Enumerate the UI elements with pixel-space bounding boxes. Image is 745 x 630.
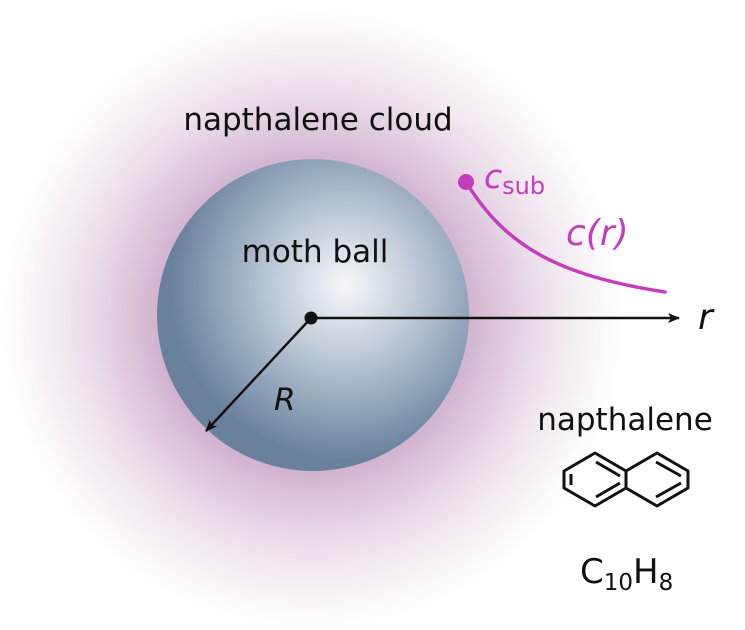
formula-hydrogen-count: 8 bbox=[659, 570, 674, 596]
center-point bbox=[304, 311, 318, 325]
right-ring bbox=[624, 451, 690, 508]
double-bond bbox=[655, 460, 682, 478]
formula-carbon: C bbox=[580, 552, 604, 592]
surface-concentration-point bbox=[458, 174, 474, 190]
concentration-label: c(r) bbox=[566, 213, 629, 254]
radius-arrow bbox=[205, 317, 312, 432]
r-axis-label: r bbox=[698, 297, 715, 338]
surface-concentration-subscript: sub bbox=[502, 172, 545, 200]
naphthalene-structure bbox=[562, 451, 690, 508]
formula-carbon-count: 10 bbox=[604, 570, 633, 596]
surface-concentration-label: csub bbox=[484, 157, 545, 200]
formula-hydrogen: H bbox=[633, 552, 659, 592]
ball-label: moth ball bbox=[242, 234, 389, 270]
chemical-formula: C10H8 bbox=[580, 552, 673, 596]
double-bond bbox=[595, 460, 621, 478]
concentration-curve bbox=[464, 180, 667, 294]
radius-label: R bbox=[274, 382, 296, 418]
surface-concentration-symbol: c bbox=[484, 157, 502, 196]
cloud-label: napthalene cloud bbox=[183, 102, 452, 138]
double-bond bbox=[655, 481, 682, 499]
molecule-name: napthalene bbox=[537, 402, 713, 438]
double-bond bbox=[595, 481, 621, 499]
